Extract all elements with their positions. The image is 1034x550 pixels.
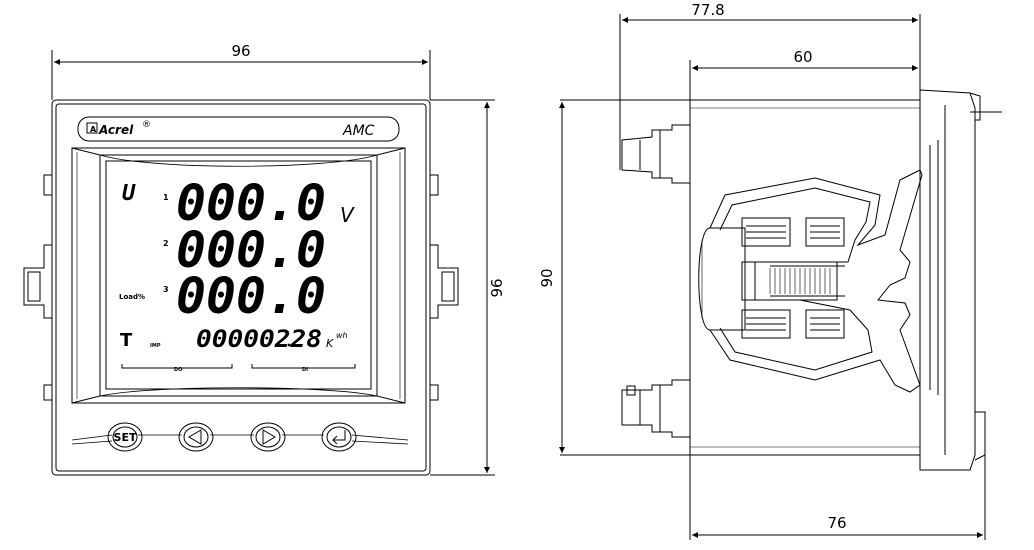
left-button[interactable]: [178, 422, 214, 452]
terminal-marker-icon: [626, 385, 636, 396]
lcd-row3-value: 000.0: [176, 267, 326, 325]
overall-depth-label: 77.8: [691, 1, 724, 19]
side-height-label: 90: [538, 268, 556, 287]
right-latch: [430, 174, 459, 401]
registered-mark: ®: [142, 120, 151, 130]
lcd-scale-di-label: DI: [302, 367, 308, 373]
front-buttons: SET: [107, 422, 357, 452]
mounting-clip: [709, 169, 923, 393]
brand-strip: [77, 116, 400, 142]
front-width-label: 96: [231, 42, 250, 60]
lcd-row2-index: 2: [163, 239, 169, 248]
display-frame: [71, 147, 406, 404]
lcd-row1-index: 1: [163, 193, 169, 202]
set-button-label: SET: [114, 431, 137, 444]
lcd-energy-unit-k: K: [326, 337, 334, 350]
bottom-depth-label: 76: [827, 514, 846, 532]
front-view: [23, 50, 495, 476]
left-latch: [23, 174, 52, 401]
lcd-scale-do-label: DO: [174, 367, 182, 373]
top-terminal: [621, 124, 690, 184]
set-button[interactable]: SET: [107, 422, 143, 452]
acrel-logo: A Acrel ®: [86, 120, 151, 137]
front-view-text: 96 96 A Acrel ® AMC U 1 000.0 V 2 000.0 …: [86, 42, 506, 373]
lcd-energy-value: 00000228: [196, 325, 322, 353]
clip-spring: [741, 261, 838, 301]
front-bezel: [51, 99, 431, 476]
lcd-energy-decimal-point: [287, 343, 291, 347]
left-arrow-icon: [188, 429, 202, 445]
lcd-row1-unit: V: [340, 203, 355, 227]
lcd-area: [105, 160, 372, 390]
lcd-energy-symbol: T: [120, 330, 133, 351]
lcd-row3-index: 3: [163, 285, 169, 294]
lcd-load-label: Load%: [119, 293, 145, 301]
enter-button[interactable]: [321, 422, 357, 452]
brand-name: Acrel: [98, 123, 134, 137]
enter-icon: [332, 430, 346, 445]
side-view-text: 77.8 60 90 76: [538, 1, 847, 532]
svg-text:A: A: [90, 125, 97, 134]
bottom-terminal: [621, 379, 690, 438]
lcd-row1-value: 000.0: [176, 174, 326, 232]
side-boss: [698, 227, 746, 331]
model-name: AMC: [342, 123, 375, 139]
side-bezel: [919, 89, 976, 471]
right-arrow-icon: [262, 429, 276, 445]
lcd-param-symbol: U: [122, 181, 136, 206]
side-view: [559, 14, 1002, 540]
lcd-bar-scale: [121, 364, 356, 369]
body-depth-label: 60: [793, 48, 812, 66]
lcd-row2-value: 000.0: [176, 221, 326, 279]
front-height-label: 96: [488, 278, 506, 297]
lcd-energy-tag: IMP: [150, 343, 161, 349]
lcd-energy-unit-wh: wh: [336, 331, 348, 340]
right-button[interactable]: [250, 422, 286, 452]
